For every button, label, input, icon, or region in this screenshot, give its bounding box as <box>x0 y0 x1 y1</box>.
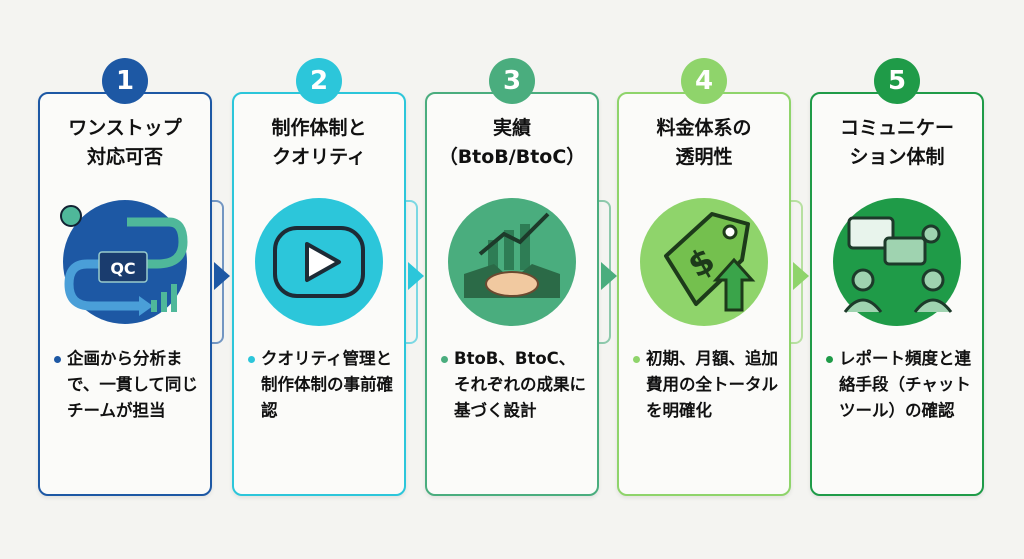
step-title: ワンストップ 対応可否 <box>68 117 182 168</box>
video-play-icon <box>251 194 387 330</box>
step-description-text: 初期、月額、追加費用の全トータルを明確化 <box>646 349 778 420</box>
step-description: クオリティ管理と制作体制の事前確認 <box>248 346 396 424</box>
arrow-right-icon <box>408 262 424 290</box>
step-title: コミュニケー ション体制 <box>839 117 954 168</box>
step-title: 制作体制と クオリティ <box>271 117 367 168</box>
svg-text:QC: QC <box>110 259 135 278</box>
handshake-growth-icon <box>444 194 580 330</box>
arrow-right-icon <box>601 262 617 290</box>
step-number-badge: 5 <box>874 58 920 104</box>
bullet-icon <box>633 356 640 363</box>
bullet-icon <box>248 356 255 363</box>
step-number-badge: 3 <box>489 58 535 104</box>
bullet-icon <box>54 356 61 363</box>
step-card-1: 1 ワンストップ 対応可否 QC 企画から分析まで、一貫して同じチームが担当 <box>38 58 212 496</box>
step-description-text: 企画から分析まで、一貫して同じチームが担当 <box>67 349 198 420</box>
step-card-5: 5 コミュニケー ション体制 レポート頻度と連絡手段（チャットツール）の確認 <box>810 58 984 496</box>
step-card-2: 2 制作体制と クオリティ クオリティ管理と制作体制の事前確認 <box>232 58 406 496</box>
step-card-4: 4 料金体系の 透明性 $ 初期、月額、追加費用の全トータルを明確化 <box>617 58 791 496</box>
step-title: 料金体系の 透明性 <box>656 117 752 168</box>
step-title: 実績 （BtoB/BtoC） <box>438 117 586 168</box>
arrow-right-icon <box>214 262 230 290</box>
qc-workflow-icon: QC <box>57 194 193 330</box>
bullet-icon <box>441 356 448 363</box>
step-description-text: レポート頻度と連絡手段（チャットツール）の確認 <box>839 349 971 420</box>
step-card-3: 3 実績 （BtoB/BtoC） BtoB、BtoC、それぞれの成果に基づく設計 <box>425 58 599 496</box>
step-number-badge: 4 <box>681 58 727 104</box>
step-description: 企画から分析まで、一貫して同じチームが担当 <box>54 346 202 424</box>
step-description-text: BtoB、BtoC、それぞれの成果に基づく設計 <box>454 349 586 420</box>
step-description: BtoB、BtoC、それぞれの成果に基づく設計 <box>441 346 589 424</box>
step-description: 初期、月額、追加費用の全トータルを明確化 <box>633 346 781 424</box>
step-number-badge: 2 <box>296 58 342 104</box>
step-description: レポート頻度と連絡手段（チャットツール）の確認 <box>826 346 974 424</box>
arrow-right-icon <box>793 262 809 290</box>
step-number-badge: 1 <box>102 58 148 104</box>
chat-team-icon <box>829 194 965 330</box>
price-tag-icon: $ <box>636 194 772 330</box>
step-description-text: クオリティ管理と制作体制の事前確認 <box>261 349 393 420</box>
bullet-icon <box>826 356 833 363</box>
